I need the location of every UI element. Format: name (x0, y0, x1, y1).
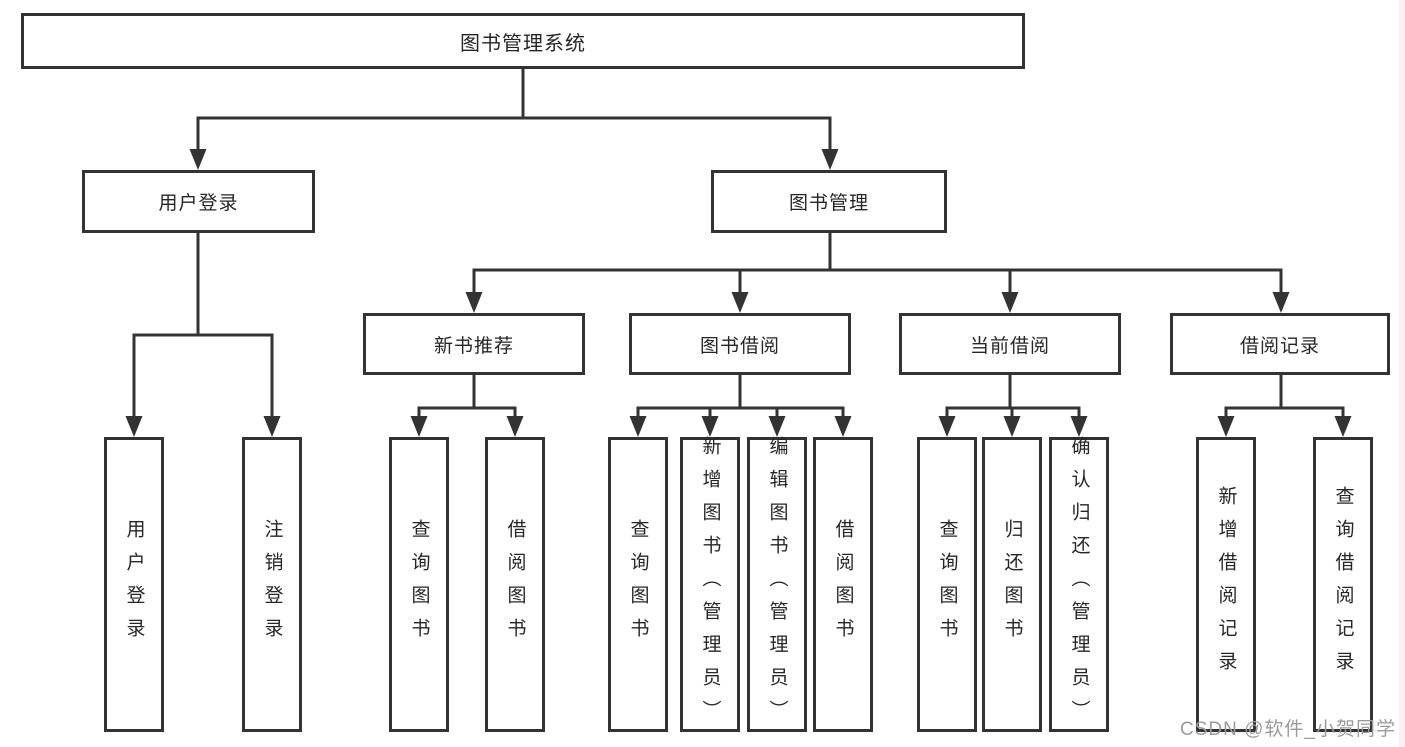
leaf-add-book-admin: 新增图书（管理员） (680, 436, 740, 733)
leaf-borrow-books-borrowing: 借阅图书 (813, 437, 873, 732)
leaf-label: 注销登录 (261, 518, 283, 651)
leaf-query-books-current: 查询图书 (917, 437, 977, 732)
node-borrowing-records-label: 借阅记录 (1239, 335, 1320, 357)
leaf-edit-book-admin: 编辑图书（管理员） (747, 436, 807, 733)
leaf-label: 查询图书 (936, 518, 958, 651)
node-root: 图书管理系统 (21, 13, 1025, 69)
node-root-label: 图书管理系统 (460, 32, 586, 55)
node-user-login: 用户登录 (82, 170, 315, 233)
leaf-label: 查询借阅记录 (1332, 485, 1354, 684)
right-edge-tint (1399, 0, 1405, 747)
node-new-book-recommendation: 新书推荐 (363, 313, 585, 375)
leaf-return-books: 归还图书 (982, 437, 1042, 732)
node-user-login-label: 用户登录 (158, 193, 239, 214)
leaf-logout: 注销登录 (242, 437, 302, 732)
leaf-label: 新增借阅记录 (1215, 485, 1237, 684)
node-borrowing-records: 借阅记录 (1170, 313, 1390, 375)
node-book-management-label: 图书管理 (788, 193, 869, 214)
leaf-borrow-books-recommend: 借阅图书 (485, 437, 545, 732)
leaf-confirm-return-admin: 确认归还（管理员） (1049, 436, 1109, 733)
node-book-management: 图书管理 (711, 170, 947, 233)
leaf-label: 编辑图书（管理员） (766, 436, 788, 733)
watermark: CSDN @软件_小贺同学 (1180, 719, 1396, 740)
leaf-query-books-borrowing: 查询图书 (608, 437, 668, 732)
leaf-query-books-recommend: 查询图书 (389, 437, 449, 732)
leaf-label: 确认归还（管理员） (1068, 436, 1090, 733)
leaf-label: 归还图书 (1001, 518, 1023, 651)
node-book-borrowing-label: 图书借阅 (699, 335, 780, 357)
node-current-borrowing-label: 当前借阅 (969, 335, 1050, 357)
leaf-label: 借阅图书 (832, 518, 854, 651)
node-current-borrowing: 当前借阅 (899, 313, 1121, 375)
leaf-label: 查询图书 (408, 518, 430, 651)
leaf-label: 新增图书（管理员） (699, 436, 721, 733)
leaf-label: 查询图书 (627, 518, 649, 651)
leaf-label: 借阅图书 (504, 518, 526, 651)
node-book-borrowing: 图书借阅 (629, 313, 851, 375)
leaf-label: 用户登录 (123, 518, 145, 651)
node-new-book-recommendation-label: 新书推荐 (433, 335, 514, 357)
leaf-add-borrow-record: 新增借阅记录 (1196, 437, 1256, 732)
leaf-query-borrow-record: 查询借阅记录 (1313, 437, 1373, 732)
leaf-user-login: 用户登录 (104, 437, 164, 732)
